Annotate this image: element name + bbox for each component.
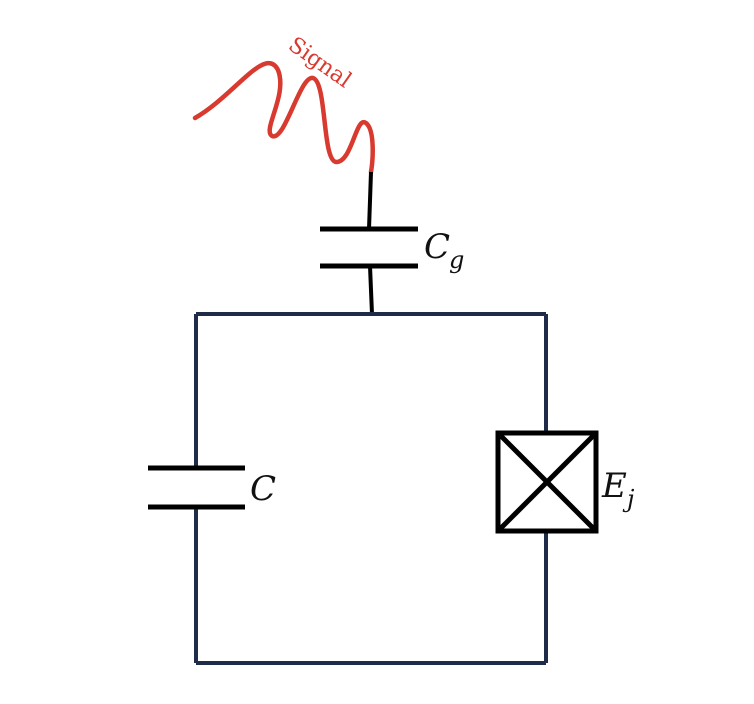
shunt-capacitor-label: C (250, 469, 276, 509)
junction-symbol: E (601, 466, 627, 506)
signal-wave-icon (192, 61, 375, 175)
coupling-capacitor-subscript: g (449, 246, 464, 274)
coupling-lead-wire (368, 265, 374, 315)
coupling-capacitor-symbol: C (424, 227, 450, 267)
coupling-capacitor-label: Cg (424, 227, 464, 274)
josephson-junction-icon (495, 430, 599, 534)
junction-label: Ej (601, 466, 635, 513)
signal-feed-wire (367, 171, 373, 230)
